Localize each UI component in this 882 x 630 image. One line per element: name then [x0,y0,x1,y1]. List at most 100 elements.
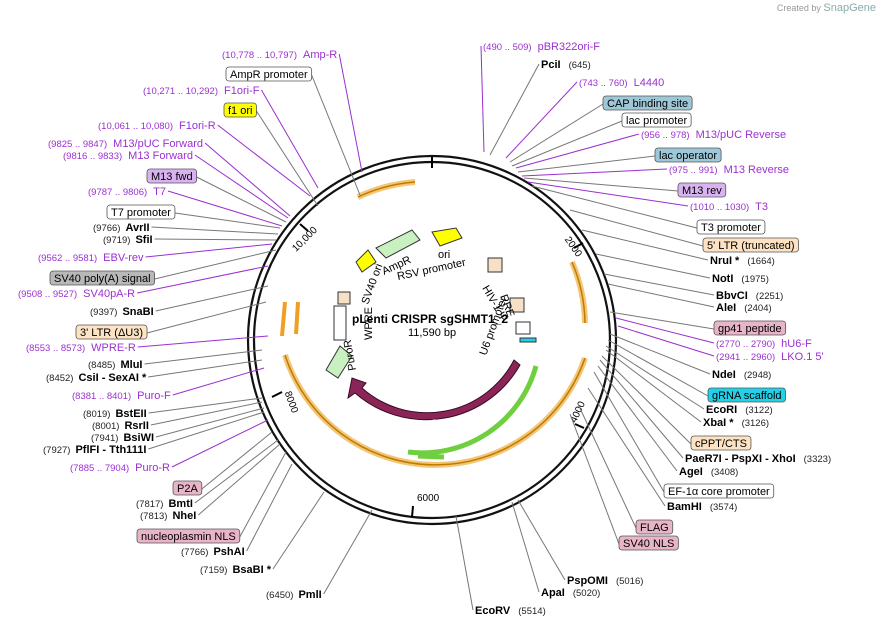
feature-label-sfii[interactable]: (9719)SfiI [103,234,153,246]
feature-label-bsiwi[interactable]: (7941)BsiWI [91,432,154,444]
feature-label-lko[interactable]: (2941 .. 2960)LKO.1 5' [716,351,824,363]
feature-label-m13-fwd[interactable]: M13 fwd [146,168,197,184]
feature-label-puro-f[interactable]: (8381 .. 8401)Puro-F [72,390,171,402]
feature-label-bsabi[interactable]: (7159)BsaBI * [200,564,272,576]
primer-name: Amp-R [303,49,337,61]
site-name: BsaBI * [232,564,271,576]
feature-name: gp41 peptide [718,323,782,335]
feature-label-snabi[interactable]: (9397)SnaBI [90,306,154,318]
ori-label: ori [438,249,450,261]
feature-label-xbai[interactable]: XbaI *(3126) [703,417,769,429]
feature-label-lac-operator[interactable]: lac operator [654,147,722,163]
site-position: (3323) [804,454,831,465]
feature-label-pmli[interactable]: (6450)PmlI [266,589,322,601]
feature-box [49,270,156,286]
feature-label-sv40-polya[interactable]: SV40 poly(A) signal [49,270,156,286]
feature-label-sv40-nls[interactable]: SV40 NLS [618,535,679,551]
feature-label-t3-promoter[interactable]: T3 promoter [696,219,766,235]
feature-name: CAP binding site [607,98,688,110]
green-arc-small [417,453,445,460]
tick-2000: 2000 [562,235,584,260]
feature-label-t3[interactable]: (1010 .. 1030)T3 [690,201,768,213]
feature-label-mlui[interactable]: (8485)MluI [88,359,142,371]
feature-label-nls-nucleo[interactable]: nucleoplasmin NLS [136,528,241,544]
site-position: (2251) [756,291,783,302]
puror-label: PuroR [342,339,359,372]
feature-label-puro-r[interactable]: (7885 .. 7904)Puro-R [70,462,170,474]
feature-label-flag[interactable]: FLAG [635,519,674,535]
feature-label-pflfi[interactable]: (7927)PflFI - Tth111I [43,444,146,456]
site-name: BstEII [115,408,146,420]
feature-label-gp41[interactable]: gp41 peptide [713,320,787,336]
feature-label-cap[interactable]: CAP binding site [602,95,693,111]
feature-label-bamhi[interactable]: BamHI(3574) [667,501,737,513]
feature-name: FLAG [640,522,669,534]
feature-label-nhei[interactable]: (7813)NheI [140,510,196,522]
feature-label-pspomi[interactable]: PspOMI(5016) [567,575,643,587]
feature-label-nrui[interactable]: NruI *(1664) [710,255,775,267]
feature-label-ltr5[interactable]: 5' LTR (truncated) [702,237,799,253]
feature-label-bbvci[interactable]: BbvCI(2251) [716,290,783,302]
feature-label-ecori[interactable]: EcoRI(3122) [706,404,773,416]
feature-label-cppt[interactable]: cPPT/CTS [690,435,752,451]
feature-label-t7[interactable]: (9787 .. 9806)T7 [88,186,166,198]
feature-label-bmti[interactable]: (7817)BmtI [136,498,193,510]
feature-label-p2a[interactable]: P2A [172,480,203,496]
feature-box [618,535,679,551]
feature-label-ebv-rev[interactable]: (9562 .. 9581)EBV-rev [38,252,144,264]
site-position: (8001) [92,421,119,432]
feature-label-ndei[interactable]: NdeI(2948) [712,369,771,381]
feature-label-m13-rev[interactable]: M13 rev [677,182,727,198]
feature-label-avrii[interactable]: (9766)AvrII [93,222,150,234]
feature-label-paer7i[interactable]: PaeR7I - PspXI - XhoI(3323) [685,453,831,465]
feature-label-agei[interactable]: AgeI(3408) [679,466,738,478]
feature-label-pcii[interactable]: PciI(645) [541,59,591,71]
site-name: AvrII [125,222,149,234]
feature-label-m13-puc-forward[interactable]: (9825 .. 9847)M13/pUC Forward [48,138,203,150]
site-position: (8452) [46,373,73,384]
wpre-arc-a [280,301,287,337]
site-name: PflFI - Tth111I [75,444,146,456]
feature-label-f1ori-r[interactable]: (10,061 .. 10,080)F1ori-R [98,120,216,132]
feature-label-noti[interactable]: NotI(1975) [712,273,769,285]
feature-label-apai[interactable]: ApaI(5020) [541,587,600,599]
feature-label-t7-promoter[interactable]: T7 promoter [106,204,176,220]
feature-label-bsteii[interactable]: (8019)BstEII [83,408,147,420]
puror-feature [325,345,353,379]
feature-label-l4440[interactable]: (743 .. 760)L4440 [579,77,664,89]
feature-label-ampr-promoter[interactable]: AmpR promoter [225,66,313,82]
feature-label-m13-forward[interactable]: (9816 .. 9833)M13 Forward [63,150,193,162]
feature-box [654,147,722,163]
feature-label-lac-promoter[interactable]: lac promoter [621,112,692,128]
feature-label-wpre-r[interactable]: (8553 .. 8573)WPRE-R [26,342,136,354]
feature-label-amp-r[interactable]: (10,778 .. 10,797)Amp-R [222,49,337,61]
feature-label-pbr322[interactable]: (490 .. 509)pBR322ori-F [483,41,600,53]
feature-label-ltr3[interactable]: 3' LTR (ΔU3) [75,324,148,340]
feature-label-ef1a[interactable]: EF-1α core promoter [663,483,775,499]
feature-name: EF-1α core promoter [668,486,770,498]
feature-label-ecorv[interactable]: EcoRV(5514) [475,605,546,617]
primer-position: (975 .. 991) [669,165,718,176]
feature-label-rsrii[interactable]: (8001)RsrII [92,420,149,432]
primer-name: T7 [153,186,166,198]
feature-name: lac promoter [626,115,687,127]
feature-box [136,528,241,544]
feature-label-pshai[interactable]: (7766)PshAI [181,546,245,558]
sv40-ori-feature [355,249,377,273]
feature-label-m13-puc-rev[interactable]: (956 .. 978)M13/pUC Reverse [641,129,786,141]
site-position: (9719) [103,235,130,246]
feature-label-f1-ori[interactable]: f1 ori [223,102,257,118]
primer-position: (9508 .. 9527) [18,289,77,300]
feature-label-hu6-f[interactable]: (2770 .. 2790)hU6-F [716,338,812,350]
feature-label-sv40pa-r[interactable]: (9508 .. 9527)SV40pA-R [18,288,135,300]
site-position: (7766) [181,547,208,558]
feature-box [75,324,148,340]
feature-label-alei[interactable]: AleI(2404) [716,302,772,314]
feature-label-m13-reverse[interactable]: (975 .. 991)M13 Reverse [669,164,789,176]
site-name: BmtI [168,498,192,510]
feature-label-f1ori-f[interactable]: (10,271 .. 10,292)F1ori-F [143,85,260,97]
feature-name: SV40 poly(A) signal [54,273,151,285]
feature-label-csii-sexai[interactable]: (8452)CsiI - SexAI * [46,372,147,384]
feature-label-grna[interactable]: gRNA scaffold [707,387,786,403]
feature-name: T3 promoter [701,222,761,234]
